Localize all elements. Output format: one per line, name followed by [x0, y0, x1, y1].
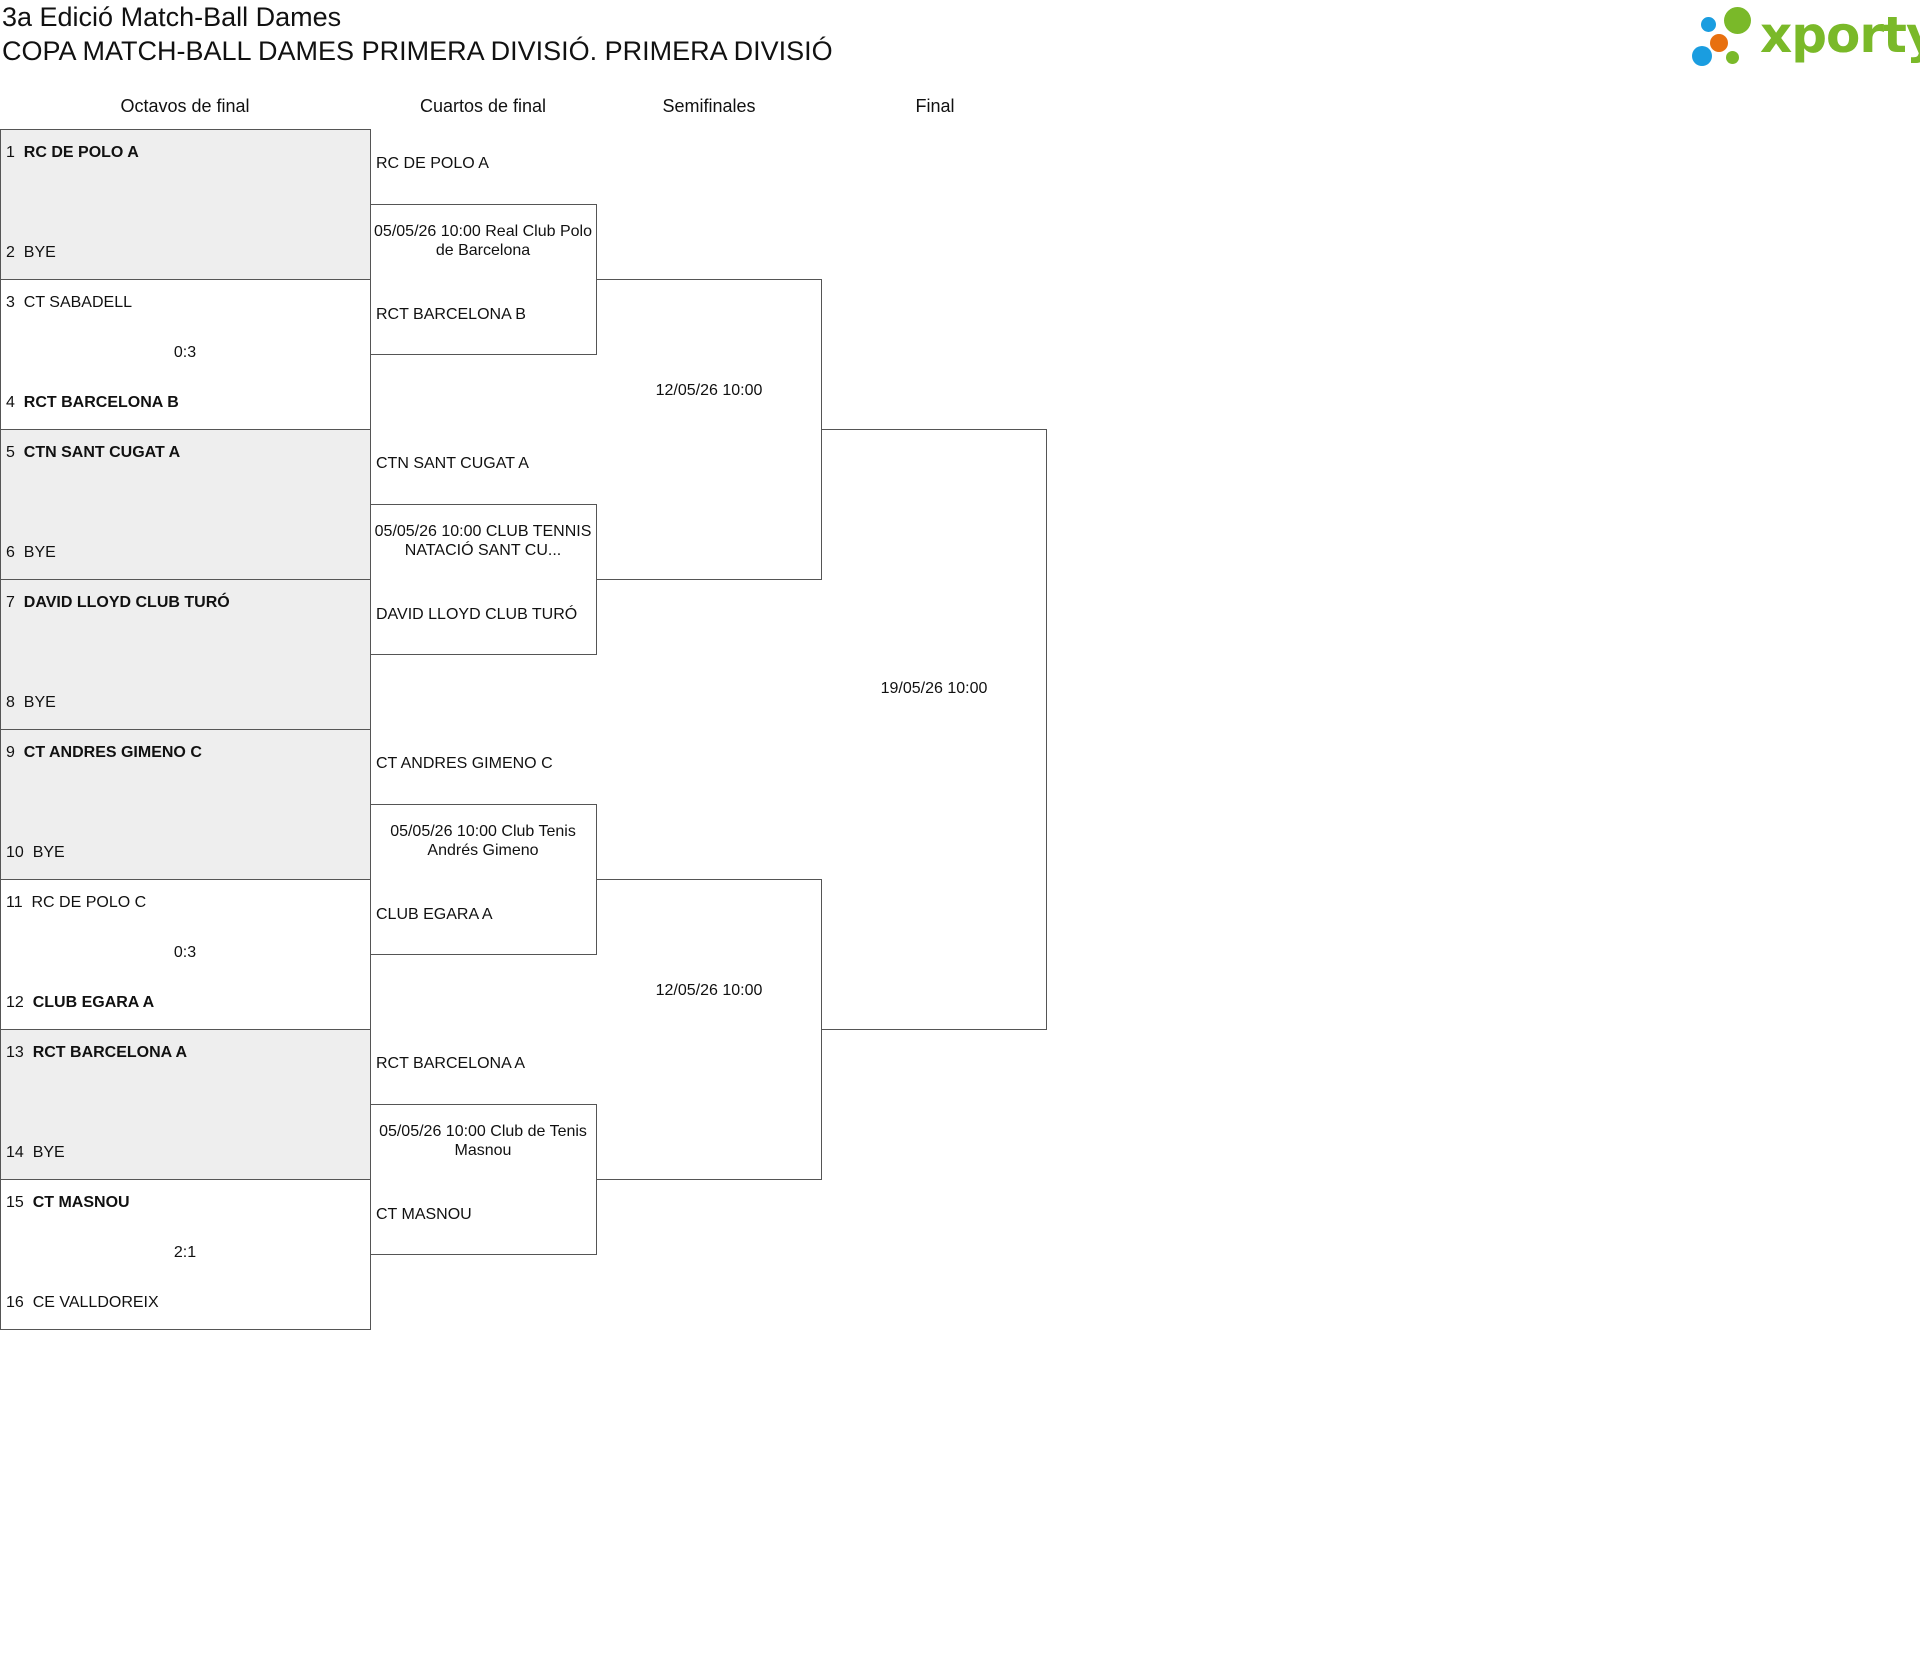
team-name: CT ANDRES GIMENO C [376, 755, 553, 772]
seed: 3 [6, 294, 15, 311]
match-info: 19/05/26 10:00 [880, 680, 988, 697]
seed: 12 [6, 994, 24, 1011]
team-name: CT SABADELL [23, 294, 132, 311]
round-header-semis: Semifinales [662, 96, 756, 116]
match-info: 12/05/26 10:00 [655, 382, 763, 399]
team-name: BYE [32, 844, 65, 861]
team-name: CT MASNOU [32, 1194, 130, 1211]
team-name: CE VALLDOREIX [32, 1294, 159, 1311]
team-slot[interactable]: 13 RCT BARCELONA A [6, 1044, 187, 1062]
seed: 6 [6, 544, 15, 561]
team-slot[interactable]: 5 CTN SANT CUGAT A [6, 444, 180, 462]
team-name: RC DE POLO A [376, 155, 489, 172]
team-slot[interactable]: 1 RC DE POLO A [6, 144, 139, 162]
team-name: RCT BARCELONA B [376, 306, 526, 323]
seed: 2 [6, 244, 15, 261]
round-header-final: Final [915, 96, 955, 116]
team-slot[interactable]: 11 RC DE POLO C [6, 894, 146, 912]
match-info: 05/05/26 10:00 CLUB TENNIS NATACIÓ SANT … [374, 523, 592, 559]
team-name: DAVID LLOYD CLUB TURÓ [23, 594, 230, 611]
team-name: BYE [32, 1144, 65, 1161]
seed: 10 [6, 844, 24, 861]
team-slot[interactable]: 9 CT ANDRES GIMENO C [6, 744, 202, 762]
team-name: RCT BARCELONA A [32, 1044, 188, 1061]
team-name: BYE [23, 544, 56, 561]
seed: 16 [6, 1294, 24, 1311]
team-slot[interactable]: 4 RCT BARCELONA B [6, 394, 179, 412]
team-slot[interactable]: 2 BYE [6, 244, 56, 262]
round-header-octavos: Octavos de final [120, 96, 250, 116]
team-name: CTN SANT CUGAT A [376, 455, 529, 472]
match-semis[interactable] [596, 279, 822, 580]
team-name: CLUB EGARA A [32, 994, 155, 1011]
team-slot[interactable]: 6 BYE [6, 544, 56, 562]
team-name: CLUB EGARA A [376, 906, 493, 923]
match-score: 2:1 [173, 1244, 197, 1261]
round-header-cuartos: Cuartos de final [419, 96, 547, 116]
match-info: 05/05/26 10:00 Real Club Polo de Barcelo… [374, 223, 592, 259]
team-name: CT MASNOU [376, 1206, 472, 1223]
team-slot[interactable]: 14 BYE [6, 1144, 65, 1162]
team-name: BYE [23, 244, 56, 261]
team-name: CT ANDRES GIMENO C [23, 744, 202, 761]
team-slot[interactable]: 7 DAVID LLOYD CLUB TURÓ [6, 594, 230, 612]
seed: 7 [6, 594, 15, 611]
team-name: CTN SANT CUGAT A [23, 444, 181, 461]
team-slot[interactable]: 8 BYE [6, 694, 56, 712]
team-slot[interactable]: 3 CT SABADELL [6, 294, 132, 312]
seed: 11 [6, 894, 23, 911]
seed: 4 [6, 394, 15, 411]
seed: 13 [6, 1044, 24, 1061]
team-name: RCT BARCELONA A [376, 1055, 526, 1072]
match-octavos[interactable] [0, 129, 371, 280]
seed: 15 [6, 1194, 24, 1211]
match-semis[interactable] [596, 879, 822, 1180]
match-octavos[interactable] [0, 879, 371, 1030]
tournament-title: 3a Edició Match-Ball Dames [2, 2, 342, 32]
competition-title: COPA MATCH-BALL DAMES PRIMERA DIVISIÓ. P… [2, 36, 833, 66]
team-slot[interactable]: 15 CT MASNOU [6, 1194, 130, 1212]
logo-text: xporty [1760, 6, 1920, 64]
match-score: 0:3 [173, 944, 197, 961]
match-info: 05/05/26 10:00 Club de Tenis Masnou [379, 1123, 587, 1159]
seed: 8 [6, 694, 15, 711]
seed: 14 [6, 1144, 24, 1161]
match-info: 05/05/26 10:00 Club Tenis Andrés Gimeno [390, 823, 576, 859]
seed: 5 [6, 444, 15, 461]
team-slot[interactable]: 16 CE VALLDOREIX [6, 1294, 159, 1312]
match-octavos[interactable] [0, 1029, 371, 1180]
team-slot[interactable]: 10 BYE [6, 844, 65, 862]
match-octavos[interactable] [0, 279, 371, 430]
xporty-logo: xporty [1690, 4, 1920, 66]
team-name: DAVID LLOYD CLUB TURÓ [376, 606, 578, 623]
team-slot[interactable]: 12 CLUB EGARA A [6, 994, 154, 1012]
match-score: 0:3 [173, 344, 197, 361]
team-name: RC DE POLO A [23, 144, 139, 161]
match-info: 12/05/26 10:00 [655, 982, 763, 999]
team-name: BYE [23, 694, 56, 711]
match-octavos[interactable] [0, 1179, 371, 1330]
seed: 1 [6, 144, 15, 161]
team-name: RC DE POLO C [31, 894, 147, 911]
match-final[interactable] [821, 429, 1047, 1030]
seed: 9 [6, 744, 15, 761]
team-name: RCT BARCELONA B [23, 394, 179, 411]
